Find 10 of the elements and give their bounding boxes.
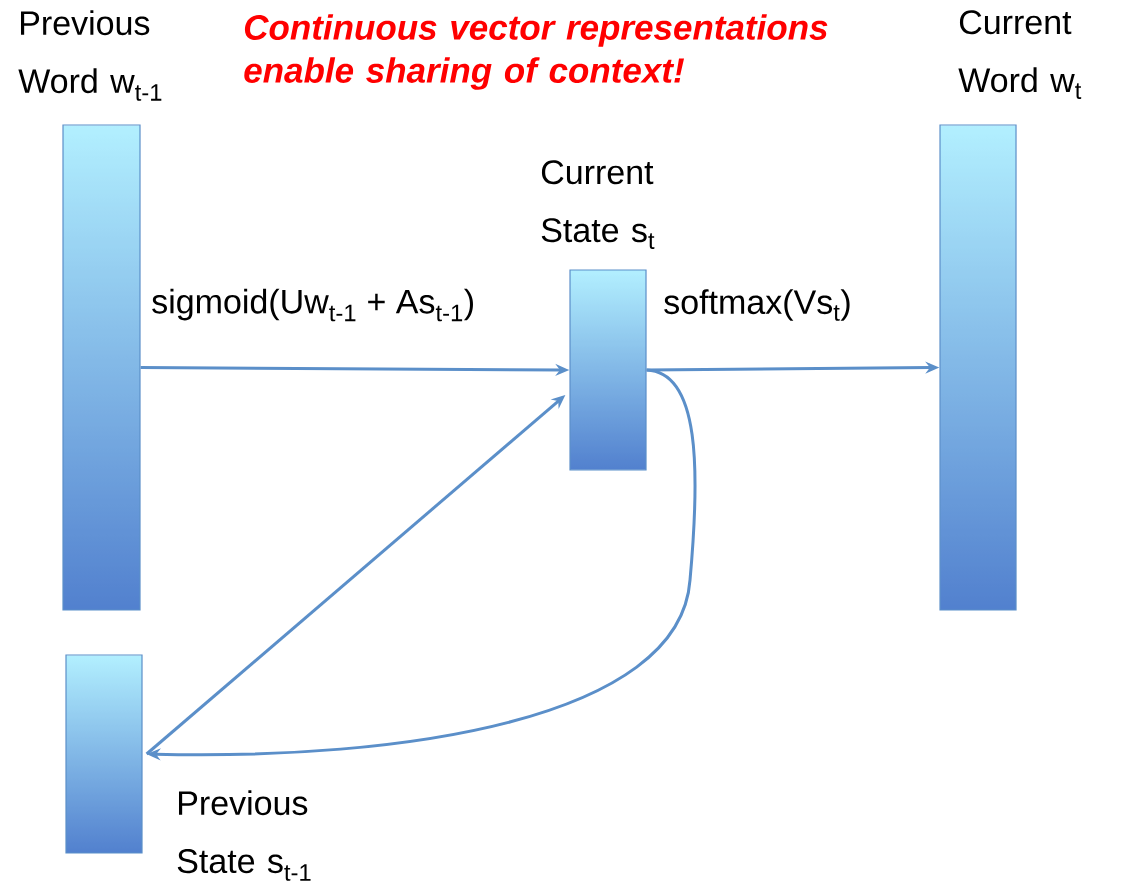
vector-bar: Current Word w$_{t}$ (939, 10, 1082, 611)
node-label: Current State s$_{t}$ (541, 160, 655, 249)
edge-label: sigmoid(Uw$_{t-1}$ + As$_{t-1}$) (150, 287, 477, 323)
vector-bar: Previous State s$_{t-1}$ (65, 654, 311, 881)
node-label: Current Word w$_{t}$ (958, 10, 1082, 99)
title: Continuous vector representations enable sharing of context! (244, 14, 828, 90)
node-label: Previous Word w$_{t-1}$ (18, 10, 162, 101)
vector-bar: Current State s$_{t}$ (541, 160, 655, 471)
node-label: Previous State s$_{t-1}$ (177, 790, 311, 881)
edge-label: softmax(Vs$_{t}$) (662, 288, 853, 322)
